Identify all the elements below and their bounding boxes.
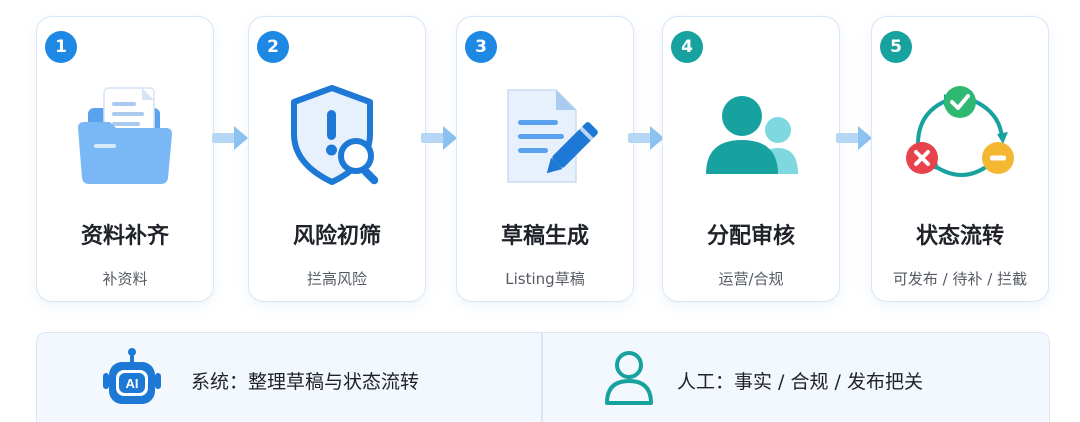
arrow-right-icon (212, 126, 248, 150)
step-number-badge: 4 (671, 31, 703, 63)
arrow-right-icon (628, 126, 664, 150)
role-summary-bar: AI 系统：整理草稿与状态流转 人工：事实 / 合规 / 发布把关 (36, 332, 1050, 422)
step-card-2: 2 风险初筛 拦高风险 (248, 16, 426, 302)
step-title: 状态流转 (915, 224, 1004, 249)
human-role-text: 人工：事实 / 合规 / 发布把关 (677, 371, 923, 393)
document-edit-icon (457, 77, 633, 197)
step-title: 分配审核 (706, 224, 795, 249)
users-icon (663, 77, 839, 197)
step-subtitle: 拦高风险 (306, 270, 367, 288)
system-role-text: 系统：整理草稿与状态流转 (191, 371, 420, 393)
step-subtitle: 补资料 (102, 270, 148, 288)
step-subtitle: 可发布 / 待补 / 拦截 (892, 270, 1028, 288)
arrow-right-icon (421, 126, 457, 150)
person-icon (605, 351, 653, 405)
folder-document-icon (37, 77, 213, 197)
svg-text:AI: AI (126, 376, 139, 391)
step-number-badge: 1 (45, 31, 77, 63)
shield-search-icon (249, 77, 425, 197)
step-card-3: 3 草稿生成 Listing草稿 (456, 16, 634, 302)
status-cycle-icon (872, 77, 1048, 197)
step-card-5: 5 状态流转 可发布 / 待补 / 拦截 (871, 16, 1049, 302)
step-title: 资料补齐 (80, 224, 169, 249)
step-subtitle: Listing草稿 (505, 270, 585, 288)
step-title: 草稿生成 (500, 224, 589, 249)
step-subtitle: 运营/合规 (718, 270, 784, 288)
divider (541, 333, 543, 422)
step-number-badge: 5 (880, 31, 912, 63)
step-number-badge: 2 (257, 31, 289, 63)
step-card-1: 1 资料补齐 补资料 (36, 16, 214, 302)
arrow-right-icon (836, 126, 872, 150)
step-title: 风险初筛 (292, 224, 381, 249)
ai-robot-icon: AI (103, 348, 161, 404)
step-card-4: 4 分配审核 运营/合规 (662, 16, 840, 302)
step-number-badge: 3 (465, 31, 497, 63)
